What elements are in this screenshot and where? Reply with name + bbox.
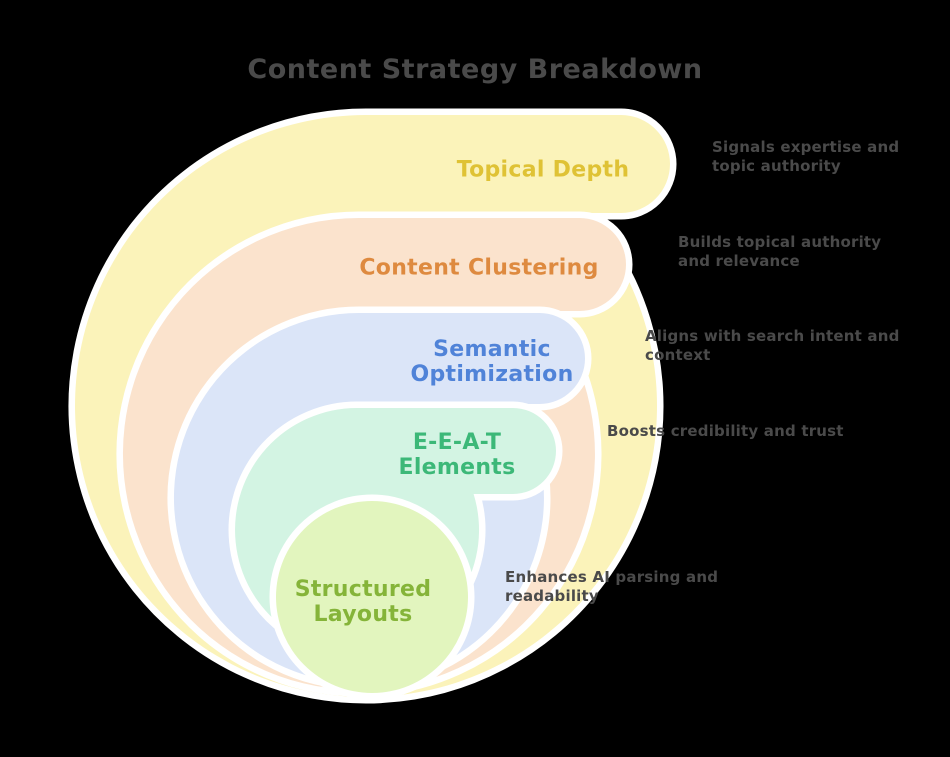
note-line: Boosts credibility and trust <box>607 422 844 440</box>
note-line: Builds topical authority <box>678 233 882 251</box>
label-line: Semantic <box>433 337 551 362</box>
label-line: Optimization <box>410 362 574 387</box>
label-line: E-E-A-T <box>412 430 502 455</box>
label-line: Layouts <box>313 602 413 627</box>
note-line: topic authority <box>712 157 841 175</box>
page-title: Content Strategy Breakdown <box>247 54 703 85</box>
label-line: Structured <box>294 577 432 602</box>
note-line: readability <box>505 587 599 605</box>
note-line: Signals expertise and <box>712 138 900 156</box>
circle-structured-layouts-shape <box>269 494 475 700</box>
label-line: Elements <box>398 455 516 480</box>
note-line: context <box>645 346 711 364</box>
label-content-clustering: Content Clustering <box>359 256 598 281</box>
note-line: Aligns with search intent and <box>645 327 900 345</box>
label-line: Content Clustering <box>359 255 599 281</box>
note-line: and relevance <box>678 252 800 270</box>
note-eeat-elements: Boosts credibility and trust <box>607 422 844 441</box>
label-line: Topical Depth <box>456 157 630 183</box>
note-line: Enhances AI parsing and <box>505 568 719 586</box>
label-topical-depth: Topical Depth <box>457 158 630 183</box>
